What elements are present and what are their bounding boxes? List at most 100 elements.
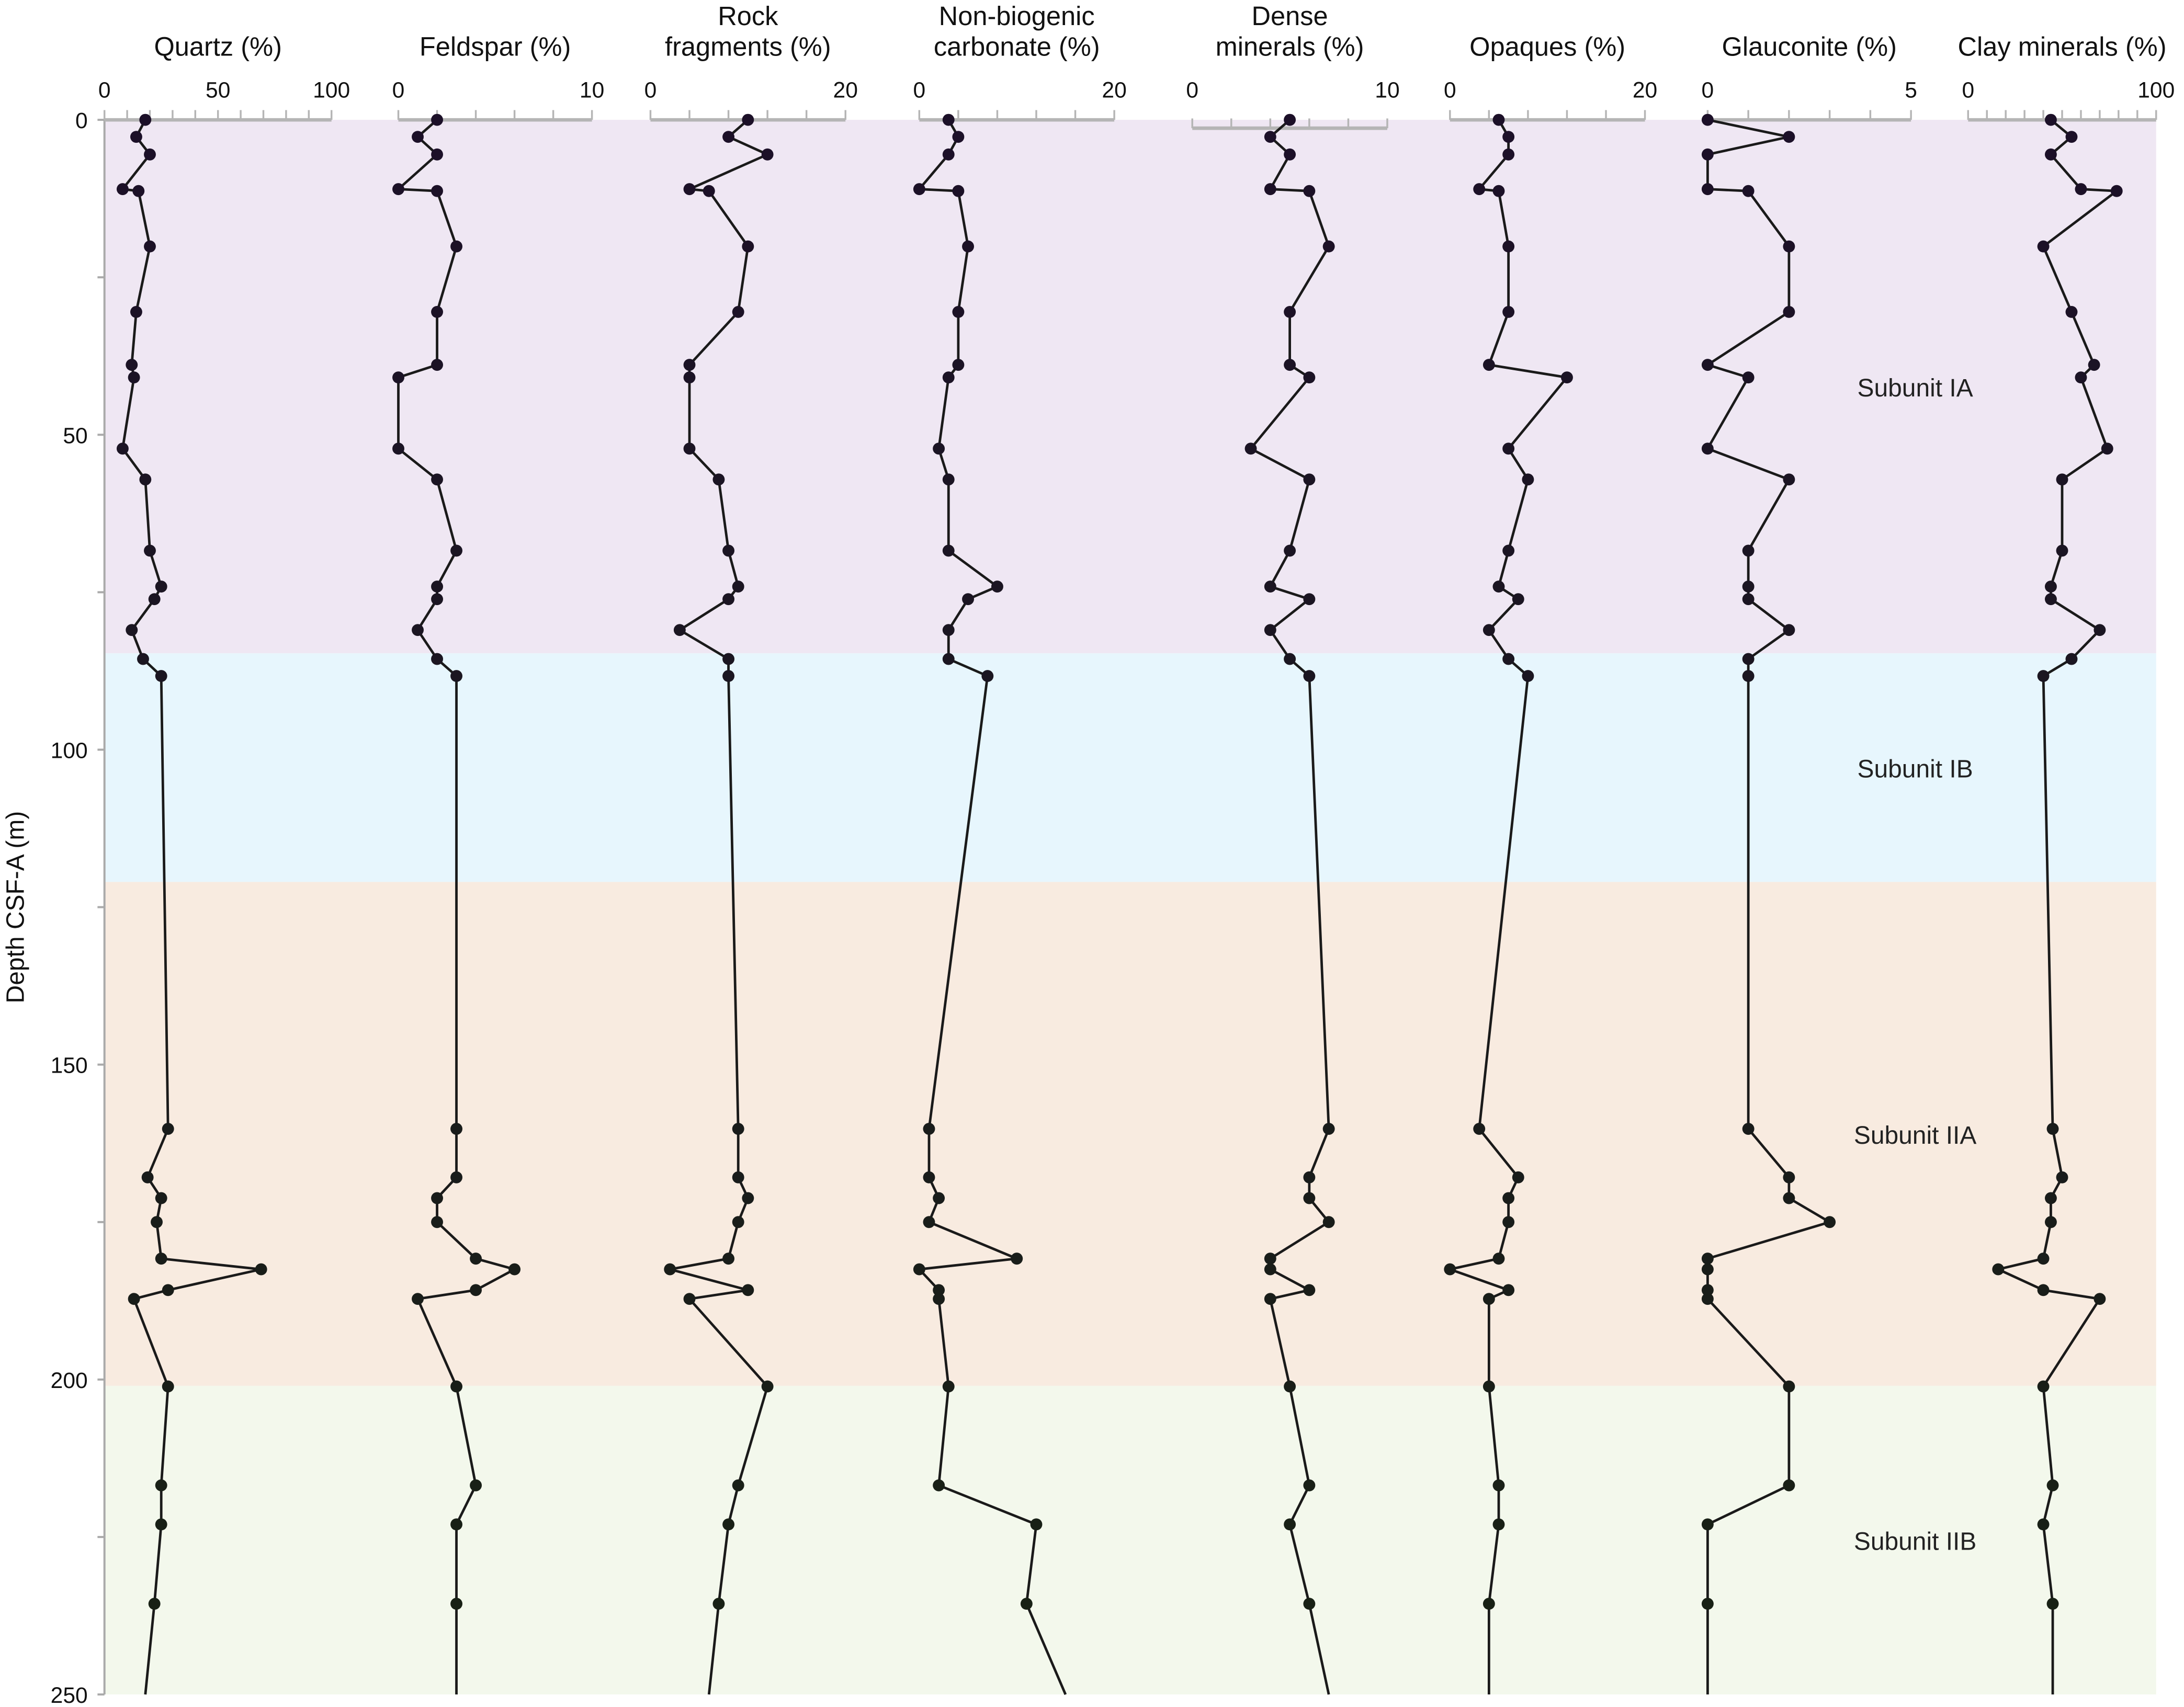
data-point <box>1502 1284 1515 1296</box>
data-point <box>942 544 955 557</box>
data-point <box>162 1284 174 1296</box>
data-point <box>2056 544 2068 557</box>
data-point <box>392 183 404 196</box>
panel-title: Feldspar (%) <box>420 32 571 62</box>
data-point <box>128 1293 140 1305</box>
data-point <box>1492 1253 1505 1265</box>
data-point <box>2037 670 2050 682</box>
y-tick-label: 250 <box>51 1683 88 1707</box>
data-point <box>712 473 725 486</box>
data-point <box>450 1171 462 1183</box>
data-point <box>1783 306 1795 318</box>
data-point <box>2046 1123 2059 1135</box>
data-point <box>2037 1518 2050 1531</box>
panel-title: Clay minerals (%) <box>1957 32 2166 62</box>
x-tick-label: 20 <box>1102 78 1126 103</box>
x-tick-label: 5 <box>1905 78 1917 103</box>
data-point <box>1492 185 1505 197</box>
data-point <box>722 1518 735 1531</box>
data-point <box>1783 1192 1795 1204</box>
data-point <box>2037 240 2050 253</box>
subunit-label: Subunit IA <box>1858 374 1973 402</box>
data-point <box>683 1293 696 1305</box>
data-point <box>1264 581 1276 593</box>
data-point <box>732 1123 744 1135</box>
data-point <box>1483 1380 1495 1393</box>
data-point <box>450 1380 462 1393</box>
x-tick-label: 0 <box>1444 78 1456 103</box>
data-point <box>2065 653 2078 665</box>
data-point <box>1011 1253 1023 1265</box>
data-point <box>722 593 735 606</box>
data-point <box>683 359 696 371</box>
panel-title: Rock <box>718 1 778 31</box>
x-tick-label: 10 <box>1375 78 1399 103</box>
data-point <box>144 148 156 161</box>
data-point <box>1742 653 1755 665</box>
data-point <box>137 653 149 665</box>
data-point <box>1492 1518 1505 1531</box>
x-tick-label: 0 <box>1186 78 1198 103</box>
data-point <box>913 183 925 196</box>
panel-title: fragments (%) <box>665 32 831 62</box>
data-point <box>2037 1253 2050 1265</box>
data-point <box>1264 1263 1276 1276</box>
panel-title: carbonate (%) <box>934 32 1100 62</box>
data-point <box>1264 183 1276 196</box>
data-point <box>1701 359 1714 371</box>
data-point <box>722 670 735 682</box>
data-point <box>1502 442 1515 455</box>
data-point <box>742 1284 754 1296</box>
data-point <box>155 1479 167 1492</box>
x-tick-label: 20 <box>1633 78 1657 103</box>
data-point <box>141 1171 154 1183</box>
panel-title: Non-biogenic <box>939 1 1095 31</box>
data-point <box>162 1380 174 1393</box>
x-tick-label: 0 <box>392 78 405 103</box>
data-point <box>913 1263 925 1276</box>
data-point <box>1284 148 1296 161</box>
data-point <box>431 653 443 665</box>
data-point <box>1264 131 1276 143</box>
data-point <box>1303 185 1316 197</box>
data-point <box>2046 1479 2059 1492</box>
data-point <box>732 1479 744 1492</box>
data-point <box>1303 1598 1316 1610</box>
subunit-band <box>104 1385 2156 1695</box>
series-line <box>1994 119 2120 1695</box>
data-point <box>1322 1123 1335 1135</box>
panel-title: minerals (%) <box>1216 32 1364 62</box>
data-point <box>1522 670 1534 682</box>
subunit-label: Subunit IB <box>1858 755 1973 783</box>
data-point <box>1244 442 1257 455</box>
data-point <box>991 581 1003 593</box>
y-tick-label: 200 <box>51 1368 88 1393</box>
x-tick-label: 20 <box>833 78 858 103</box>
data-point <box>132 185 145 197</box>
data-point <box>933 1192 945 1204</box>
data-point <box>942 624 955 636</box>
data-point <box>933 1284 945 1296</box>
data-point <box>144 240 156 253</box>
panel-opaques: Opaques (%) 0 20 <box>1444 32 1657 1695</box>
data-point <box>1512 1171 1524 1183</box>
y-tick-label: 150 <box>51 1053 88 1078</box>
data-point <box>1522 473 1534 486</box>
data-point <box>683 183 696 196</box>
data-point <box>155 670 167 682</box>
data-point <box>1303 371 1316 384</box>
data-point <box>1783 1479 1795 1492</box>
data-point <box>1742 670 1755 682</box>
data-point <box>1030 1518 1043 1531</box>
data-point <box>712 1598 725 1610</box>
panel-title: Opaques (%) <box>1469 32 1625 62</box>
data-point <box>2045 113 2057 126</box>
data-point <box>2075 183 2087 196</box>
x-tick-label: 0 <box>98 78 111 103</box>
data-point <box>673 624 686 636</box>
data-point <box>1444 1263 1456 1276</box>
data-point <box>962 240 974 253</box>
data-point <box>431 185 443 197</box>
data-point <box>412 1293 424 1305</box>
